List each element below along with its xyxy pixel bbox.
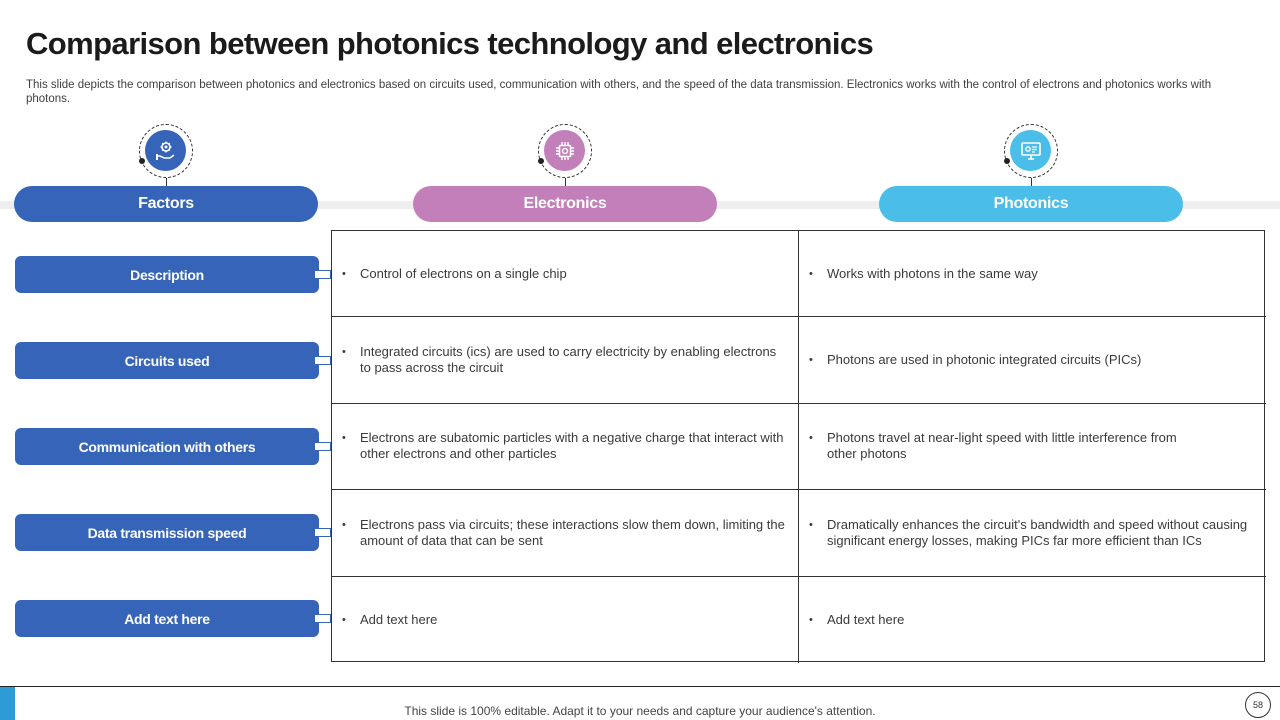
ring-dot [538,158,544,164]
table-cell-electronics: • Electrons pass via circuits; these inte… [332,490,799,577]
cell-text: Dramatically enhances the circuit's band… [827,516,1248,548]
monitor-gear-icon [1010,130,1051,171]
table-cell-photonics: • Photons travel at near-light speed with… [799,404,1266,491]
page-title: Comparison between photonics technology … [26,26,874,61]
bullet: • [809,518,813,531]
bullet: • [809,432,813,445]
hand-gear-icon [145,130,186,171]
factor-add-text: Add text here [15,600,319,637]
table-cell-photonics: • Add text here [799,577,1266,663]
ring-dot [139,158,145,164]
electronics-connector [565,178,566,186]
cell-text: Electrons are subatomic particles with a… [360,430,784,462]
table-cell-photonics: • Works with photons in the same way [799,231,1266,318]
cell-text: Works with photons in the same way [827,265,1038,281]
factor-description: Description [15,256,319,293]
table-cell-photonics: • Photons are used in photonic integrated… [799,317,1266,404]
factor-link [314,614,331,623]
footer-note: This slide is 100% editable. Adapt it to… [404,704,876,718]
factor-link [314,528,331,537]
factor-communication: Communication with others [15,428,319,465]
footer-divider [0,686,1280,687]
cell-text: Add text here [360,611,438,627]
cell-text: Integrated circuits (ics) are used to ca… [360,344,777,376]
bullet: • [342,432,346,445]
bullet: • [809,613,813,626]
photonics-icon-ring [1004,124,1058,178]
ring-dot [1004,158,1010,164]
electronics-icon-ring [538,124,592,178]
bullet: • [342,267,346,280]
factors-header: Factors [14,186,318,222]
cell-text: Electrons pass via circuits; these inter… [360,516,785,548]
cell-text: Add text here [827,611,905,627]
table-cell-electronics: • Control of electrons on a single chip [332,231,799,318]
bullet: • [342,518,346,531]
page-number: 58 [1245,692,1271,718]
bullet: • [342,346,346,359]
cell-text: Control of electrons on a single chip [360,265,567,281]
photonics-header: Photonics [879,186,1183,222]
table-cell-photonics: • Dramatically enhances the circuit's ban… [799,490,1266,577]
bullet: • [809,354,813,367]
chip-icon [544,130,585,171]
bullet: • [342,613,346,626]
photonics-connector [1031,178,1032,186]
factor-link [314,442,331,451]
table-cell-electronics: • Add text here [332,576,799,663]
factors-connector [166,178,167,186]
table-cell-electronics: • Integrated circuits (ics) are used to c… [332,317,799,404]
comparison-table: • Control of electrons on a single chip •… [331,230,1266,663]
factor-data-speed: Data transmission speed [15,514,319,551]
factor-circuits-used: Circuits used [15,342,319,379]
bullet: • [809,267,813,280]
cell-text: Photons are used in photonic integrated … [827,352,1142,368]
factor-link [314,356,331,365]
electronics-header: Electronics [413,186,717,222]
cell-text: Photons travel at near-light speed with … [827,430,1177,462]
footer-accent [0,687,15,720]
factor-link [314,270,331,279]
table-cell-electronics: • Electrons are subatomic particles with … [332,403,799,491]
factors-icon-ring [139,124,193,178]
page-subtitle: This slide depicts the comparison betwee… [26,79,1212,105]
